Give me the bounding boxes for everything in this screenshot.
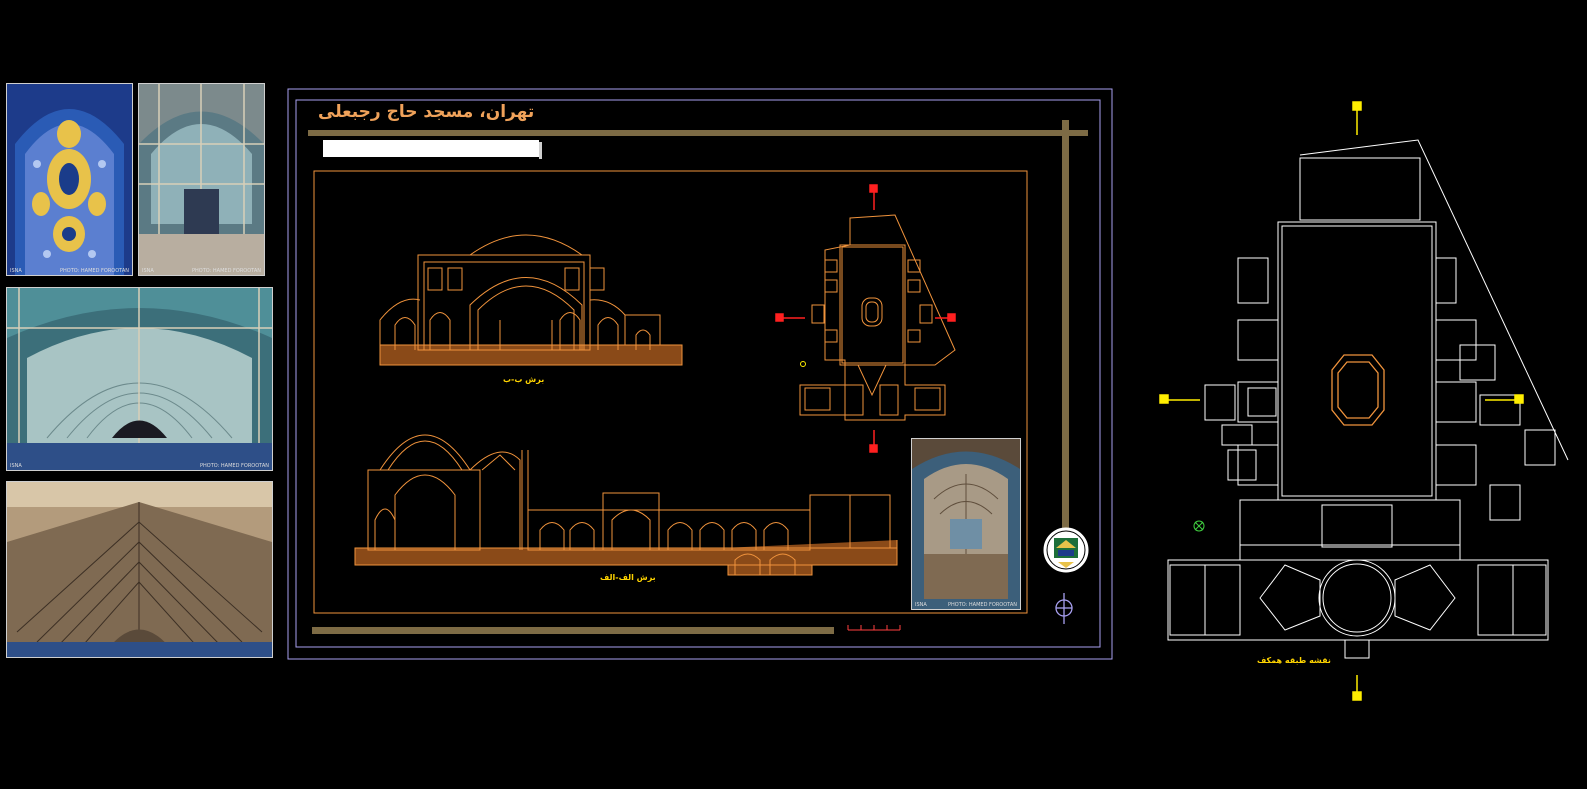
plan-north-icon (1193, 520, 1205, 532)
section-marker-south (869, 430, 878, 453)
title-bar (308, 130, 1088, 136)
muqarnas-vault-photo: ISNA PHOTO: HAMED FOROOTAN (6, 287, 273, 471)
photo-credit-right: PHOTO: HAMED FOROOTAN (192, 268, 261, 274)
title-bar-vertical (1062, 120, 1069, 530)
subtitle-box (323, 140, 539, 157)
photo-credit-left: ISNA (142, 268, 154, 274)
section-b-label: برش ب-ب (503, 375, 545, 384)
section-marker-east (935, 313, 956, 322)
photo-credit-right: PHOTO: HAMED FOROOTAN (200, 463, 269, 469)
section-a-a-drawing (354, 434, 898, 576)
north-arrow-icon (1055, 593, 1073, 624)
section-marker-north (869, 184, 878, 210)
plan-section-marker-west (1159, 394, 1200, 404)
courtyard-iwan-photo: ISNA PHOTO: HAMED FOROOTAN (138, 83, 265, 276)
photo-credit-left: ISNA (10, 463, 22, 469)
tile-panel-photo: ISNA PHOTO: HAMED FOROOTAN (6, 83, 133, 276)
section-b-b-drawing (379, 234, 683, 366)
section-a-label: برش الف-الف (600, 573, 656, 582)
north-dot (800, 361, 806, 367)
mihrab-niche-photo: ISNA PHOTO: HAMED FOROOTAN (911, 438, 1021, 610)
plan-section-marker-north (1352, 101, 1362, 135)
dome-ceiling-photo (6, 481, 273, 658)
photo-credit-left: ISNA (915, 602, 927, 608)
university-logo (1043, 527, 1089, 573)
bottom-bar (312, 627, 834, 634)
courtyard-pool (1331, 354, 1385, 426)
sheet-title: تهران، مسجد حاج رجبعلی (318, 102, 535, 122)
plan-section-marker-south (1352, 675, 1362, 701)
photo-credit-left: ISNA (10, 268, 22, 274)
photo-credit-right: PHOTO: HAMED FOROOTAN (60, 268, 129, 274)
sheet-outer-frame (287, 88, 1113, 660)
plan-section-marker-east (1485, 394, 1524, 404)
scale-bar (847, 625, 901, 631)
ground-floor-plan (1167, 139, 1569, 659)
sheet-plan-drawing (799, 214, 956, 421)
plan-label: نقشه طبقه همکف (1257, 656, 1331, 665)
photo-credit-right: PHOTO: HAMED FOROOTAN (948, 602, 1017, 608)
sheet-inner-frame (295, 99, 1101, 648)
drawing-frame (313, 170, 1028, 614)
section-marker-west (775, 313, 805, 322)
